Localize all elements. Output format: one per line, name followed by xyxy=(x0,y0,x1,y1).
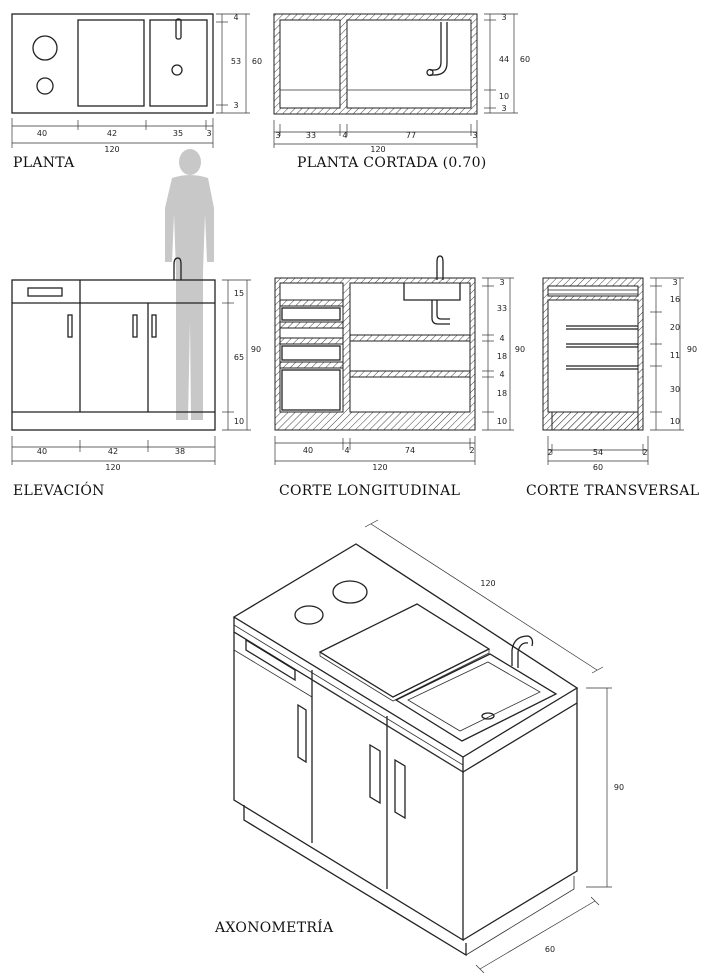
corte-transversal-dim-v6: 10 xyxy=(670,417,680,426)
corte-longitudinal-dim-v7: 10 xyxy=(497,417,507,426)
corte-transversal-dim-h1: 2 xyxy=(547,448,552,457)
corte-longitudinal-dim-v5: 4 xyxy=(499,370,504,379)
planta-dim-vtotal: 60 xyxy=(252,57,262,66)
planta-cortada-dim-total: 120 xyxy=(370,145,385,154)
planta-cortada-dim-h2: 33 xyxy=(306,131,316,140)
planta-dim-total: 120 xyxy=(104,145,119,154)
corte-transversal-dim-h2: 54 xyxy=(593,448,603,457)
planta-cortada-dim-vtotal: 60 xyxy=(520,55,530,64)
planta-dim-h2: 42 xyxy=(107,129,117,138)
axonometria-dim-height: 90 xyxy=(614,783,624,792)
planta-dim-h3: 35 xyxy=(173,129,183,138)
elevacion-dim-v1: 15 xyxy=(234,289,244,298)
planta-cortada-drawing xyxy=(273,13,478,115)
planta-dim-v1: 4 xyxy=(233,13,238,22)
corte-longitudinal-dim-h2: 4 xyxy=(344,446,349,455)
title-axonometria: AXONOMETRÍA xyxy=(215,920,334,936)
human-silhouette xyxy=(165,149,214,420)
planta-dimensions xyxy=(11,13,250,148)
planta-dim-v3: 3 xyxy=(233,101,238,110)
elevacion-dim-v3: 10 xyxy=(234,417,244,426)
corte-transversal-dimensions xyxy=(547,277,684,465)
planta-dim-h1: 40 xyxy=(37,129,47,138)
axonometria-dim-length: 120 xyxy=(480,579,495,588)
corte-longitudinal-dim-h3: 74 xyxy=(405,446,415,455)
title-corte-transversal: CORTE TRANSVERSAL xyxy=(526,483,700,499)
corte-longitudinal-dim-v4: 18 xyxy=(497,352,507,361)
corte-longitudinal-dim-h4: 2 xyxy=(469,446,474,455)
corte-transversal-dim-v5: 30 xyxy=(670,385,680,394)
corte-longitudinal-dim-vtotal: 90 xyxy=(515,345,525,354)
corte-longitudinal-dimensions xyxy=(274,277,514,465)
corte-transversal-dim-total: 60 xyxy=(593,463,603,472)
corte-transversal-dim-h3: 2 xyxy=(642,448,647,457)
planta-cortada-dim-h5: 3 xyxy=(472,131,477,140)
axonometria-drawing xyxy=(232,543,579,957)
planta-dim-v2: 53 xyxy=(231,57,241,66)
planta-dim-h4: 3 xyxy=(206,129,211,138)
elevacion-dim-h1: 40 xyxy=(37,447,47,456)
corte-longitudinal-dim-v1: 3 xyxy=(499,278,504,287)
corte-longitudinal-dim-v3: 4 xyxy=(499,334,504,343)
corte-longitudinal-dim-v6: 18 xyxy=(497,389,507,398)
planta-cortada-dim-v1: 3 xyxy=(501,13,506,22)
corte-longitudinal-dim-h1: 40 xyxy=(303,446,313,455)
title-planta: PLANTA xyxy=(13,155,75,171)
planta-cortada-dim-h4: 77 xyxy=(406,131,416,140)
planta-cortada-dimensions xyxy=(273,13,518,148)
elevacion-drawing xyxy=(11,257,216,431)
title-corte-longitudinal: CORTE LONGITUDINAL xyxy=(279,483,461,499)
planta-cortada-dim-h1: 3 xyxy=(275,131,280,140)
elevacion-dim-total: 120 xyxy=(105,463,120,472)
corte-transversal-dim-v4: 11 xyxy=(670,351,680,360)
axonometria-dim-depth: 60 xyxy=(545,945,555,954)
corte-transversal-dim-v2: 16 xyxy=(670,295,680,304)
corte-longitudinal-drawing xyxy=(274,255,476,431)
title-elevacion: ELEVACIÓN xyxy=(13,483,105,499)
planta-drawing xyxy=(11,13,214,114)
axonometria-dimensions xyxy=(364,519,612,974)
elevacion-dim-vtotal: 90 xyxy=(251,345,261,354)
elevacion-dim-h2: 42 xyxy=(108,447,118,456)
planta-cortada-dim-h3: 4 xyxy=(342,131,347,140)
planta-cortada-dim-v4: 3 xyxy=(501,104,506,113)
elevacion-dim-v2: 65 xyxy=(234,353,244,362)
corte-transversal-dim-v3: 20 xyxy=(670,323,680,332)
planta-cortada-dim-v3: 10 xyxy=(499,92,509,101)
corte-transversal-dim-vtotal: 90 xyxy=(687,345,697,354)
corte-transversal-drawing xyxy=(542,277,644,431)
title-planta-cortada: PLANTA CORTADA (0.70) xyxy=(297,155,487,171)
corte-transversal-dim-v1: 3 xyxy=(672,278,677,287)
corte-longitudinal-dim-total: 120 xyxy=(372,463,387,472)
elevacion-dimensions xyxy=(11,279,251,465)
corte-longitudinal-dim-v2: 33 xyxy=(497,304,507,313)
elevacion-dim-h3: 38 xyxy=(175,447,185,456)
planta-cortada-dim-v2: 44 xyxy=(499,55,509,64)
